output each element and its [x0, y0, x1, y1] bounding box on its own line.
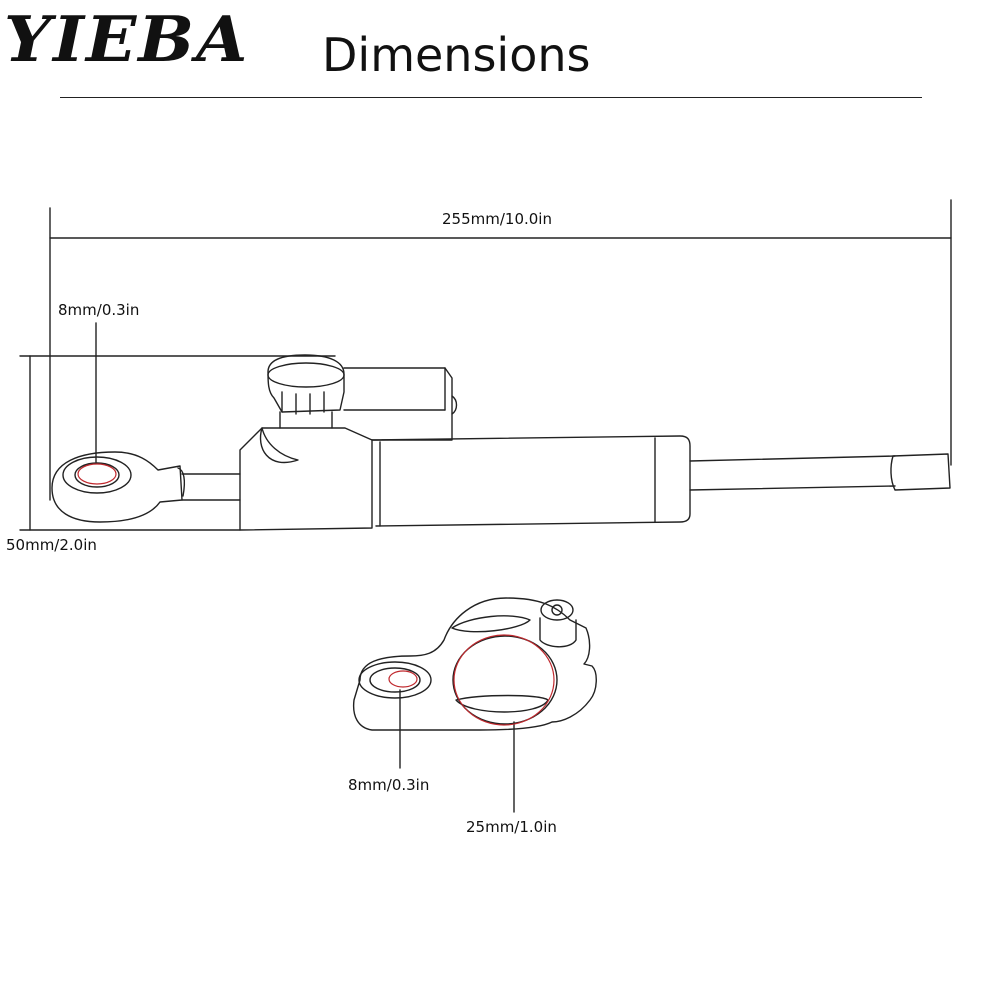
height-dimension-lines	[19, 355, 336, 531]
clamp-mount	[352, 597, 597, 813]
bore-highlight	[453, 634, 555, 726]
bore-label: 25mm/1.0in	[466, 818, 557, 836]
page-title: Dimensions	[322, 28, 591, 82]
bolt-hole-highlight	[388, 670, 418, 688]
eye-hole-label: 8mm/0.3in	[58, 301, 140, 319]
title-underline	[60, 97, 922, 98]
bolt-hole-label: 8mm/0.3in	[348, 776, 430, 794]
length-label: 255mm/10.0in	[442, 210, 552, 228]
brand-logo: YIEBA	[4, 1, 250, 77]
height-label: 50mm/2.0in	[6, 536, 97, 554]
length-dimension-lines	[49, 199, 952, 501]
eye-hole-highlight	[77, 463, 117, 485]
steering-damper	[51, 354, 951, 531]
